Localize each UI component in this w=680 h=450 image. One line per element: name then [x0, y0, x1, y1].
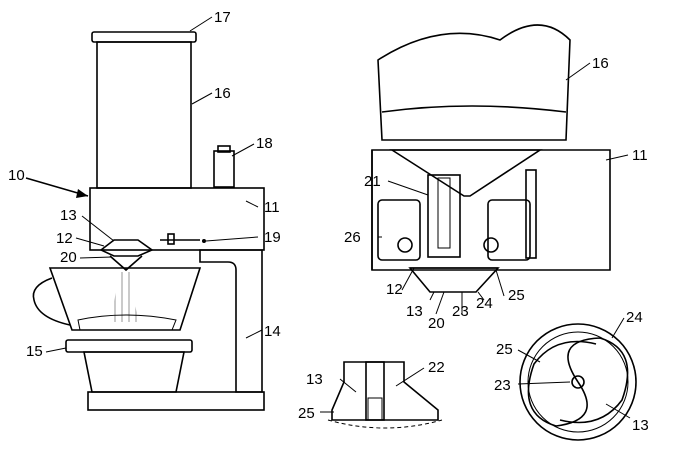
control-knob: [213, 150, 235, 188]
label-24-disc: 24: [626, 309, 643, 326]
grinder-section-view: [371, 24, 611, 293]
filter-funnel: [48, 267, 202, 331]
label-13: 13: [60, 207, 77, 224]
label-14: 14: [264, 323, 281, 340]
bean-hopper: [96, 41, 192, 189]
label-17: 17: [214, 9, 231, 26]
label-12-section: 12: [386, 281, 403, 298]
base-plate: [87, 391, 265, 411]
bell-detail-view: [327, 361, 443, 429]
reference-labels: 17 16 18 10 11 13 12 19 20 14 15 16 11 2…: [8, 9, 649, 434]
label-16-section: 16: [592, 55, 609, 72]
grinder-bell: [99, 239, 154, 257]
label-15: 15: [26, 343, 43, 360]
label-16: 16: [214, 85, 231, 102]
pot-collar: [65, 339, 193, 353]
label-13-disc: 13: [632, 417, 649, 434]
label-23-section: 23: [452, 303, 469, 320]
label-12: 12: [56, 230, 73, 247]
label-21: 21: [364, 173, 381, 190]
hopper-section: [377, 24, 571, 141]
label-25-detail: 25: [298, 405, 315, 422]
label-26: 26: [344, 229, 361, 246]
label-20: 20: [60, 249, 77, 266]
label-25-disc: 25: [496, 341, 513, 358]
leader-lines: [45, 16, 631, 419]
label-19: 19: [264, 229, 281, 246]
spindle: [427, 174, 461, 258]
label-11: 11: [264, 199, 280, 216]
label-20-section: 20: [428, 315, 445, 332]
spiral-disc-view: [519, 323, 637, 441]
label-23-disc: 23: [494, 377, 511, 394]
coffee-pot: [83, 351, 185, 393]
label-13-detail: 13: [306, 371, 323, 388]
grinder-housing: [89, 187, 265, 251]
label-18: 18: [256, 135, 273, 152]
stand-column: [199, 249, 263, 393]
label-10: 10: [8, 167, 25, 184]
label-22: 22: [428, 359, 445, 376]
hopper-lid: [91, 31, 197, 43]
label-25-section: 25: [508, 287, 525, 304]
label-11-section: 11: [632, 147, 648, 164]
label-24-section: 24: [476, 295, 493, 312]
label-13-section: 13: [406, 303, 423, 320]
coffee-machine-view: [25, 31, 265, 411]
